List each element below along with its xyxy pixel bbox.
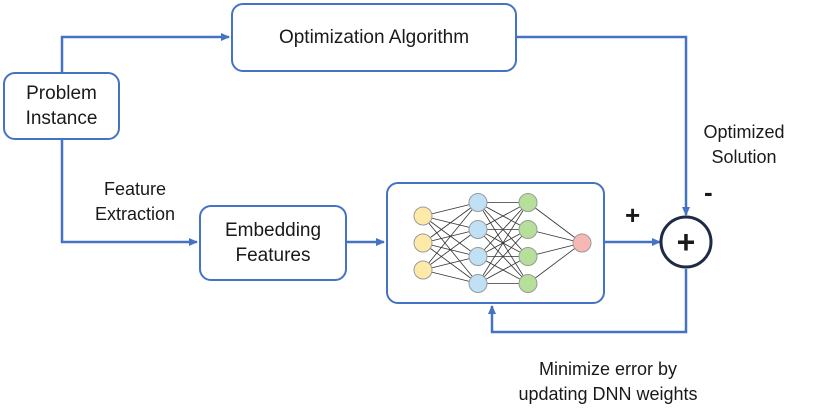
summation-node: + xyxy=(659,215,713,269)
network-edge xyxy=(527,201,582,243)
embedding-features-line-2: Features xyxy=(235,245,311,266)
network-edge xyxy=(477,201,528,257)
neural-network-icon xyxy=(413,192,591,293)
feature-extraction-line-2: Extraction xyxy=(94,204,176,224)
dnn-box xyxy=(386,182,605,304)
network-node xyxy=(518,219,537,239)
network-edge xyxy=(477,201,528,284)
minimize-error-line-1: Minimize error by xyxy=(538,359,678,379)
network-node xyxy=(572,233,591,252)
network-node xyxy=(518,246,537,266)
network-node xyxy=(413,233,432,252)
summation-symbol: + xyxy=(677,224,696,260)
arrow-problem-to-embedding xyxy=(60,140,198,246)
optimized-solution-line-2: Solution xyxy=(711,147,777,167)
network-edge xyxy=(477,228,528,284)
network-node xyxy=(468,219,487,239)
feature-extraction-label: Feature Extraction xyxy=(82,177,188,227)
arrow-feedback-to-dnn xyxy=(488,269,688,334)
network-node xyxy=(468,192,487,212)
minimize-error-label: Minimize error by updating DNN weights xyxy=(478,357,738,407)
optimization-algorithm-box: Optimization Algorithm xyxy=(231,3,517,72)
feature-extraction-line-1: Feature xyxy=(103,179,167,199)
network-edge xyxy=(422,228,478,270)
plus-sign: + xyxy=(625,200,641,230)
arrow-problem-to-optimization xyxy=(60,33,230,72)
embedding-features-line-1: Embedding xyxy=(224,220,322,241)
network-node xyxy=(468,246,487,266)
arrow-optimization-to-sum xyxy=(517,35,690,216)
network-edge xyxy=(422,201,478,243)
network-edge xyxy=(527,242,582,284)
problem-instance-line-2: Instance xyxy=(25,108,98,129)
optimization-algorithm-label: Optimization Algorithm xyxy=(278,27,470,48)
minimize-error-line-2: updating DNN weights xyxy=(518,384,698,404)
optimized-solution-label: Optimized Solution xyxy=(684,120,804,170)
network-node xyxy=(413,260,432,279)
network-node xyxy=(518,192,537,212)
problem-instance-box: Problem Instance xyxy=(3,72,120,140)
network-node xyxy=(518,273,537,293)
network-node xyxy=(413,206,432,225)
embedding-features-box: Embedding Features xyxy=(199,205,347,281)
network-node xyxy=(468,273,487,293)
problem-instance-line-1: Problem xyxy=(26,83,97,104)
optimized-solution-line-1: Optimized xyxy=(703,122,785,142)
minus-sign: - xyxy=(704,177,713,207)
network-edge xyxy=(422,201,478,270)
